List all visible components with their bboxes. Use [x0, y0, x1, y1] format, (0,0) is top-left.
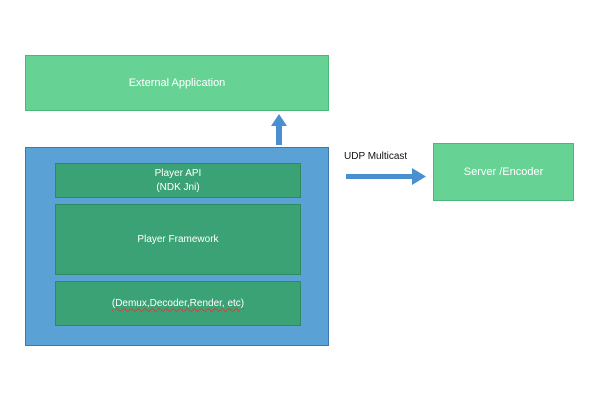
player-api-label: Player API	[154, 167, 202, 179]
server-encoder-box: Server /Encoder	[433, 143, 574, 201]
server-encoder-label: Server /Encoder	[463, 166, 544, 178]
demux-decoder-render-box: (Demux,Decoder,Render, etc)	[55, 281, 301, 326]
up-arrow-to-external-application	[271, 114, 287, 145]
player-api-box: Player API (NDK Jni)	[55, 163, 301, 198]
udp-multicast-arrow	[346, 168, 426, 185]
udp-multicast-label: UDP Multicast	[344, 151, 408, 162]
player-container: Player API (NDK Jni) Player Framework (D…	[25, 147, 329, 346]
external-application-label: External Application	[128, 77, 226, 89]
external-application-box: External Application	[25, 55, 329, 111]
demux-decoder-render-label: (Demux,Decoder,Render, etc)	[111, 297, 245, 309]
player-framework-label: Player Framework	[137, 233, 219, 245]
ndk-jni-label: (NDK Jni)	[156, 181, 200, 193]
player-framework-box: Player Framework	[55, 204, 301, 275]
